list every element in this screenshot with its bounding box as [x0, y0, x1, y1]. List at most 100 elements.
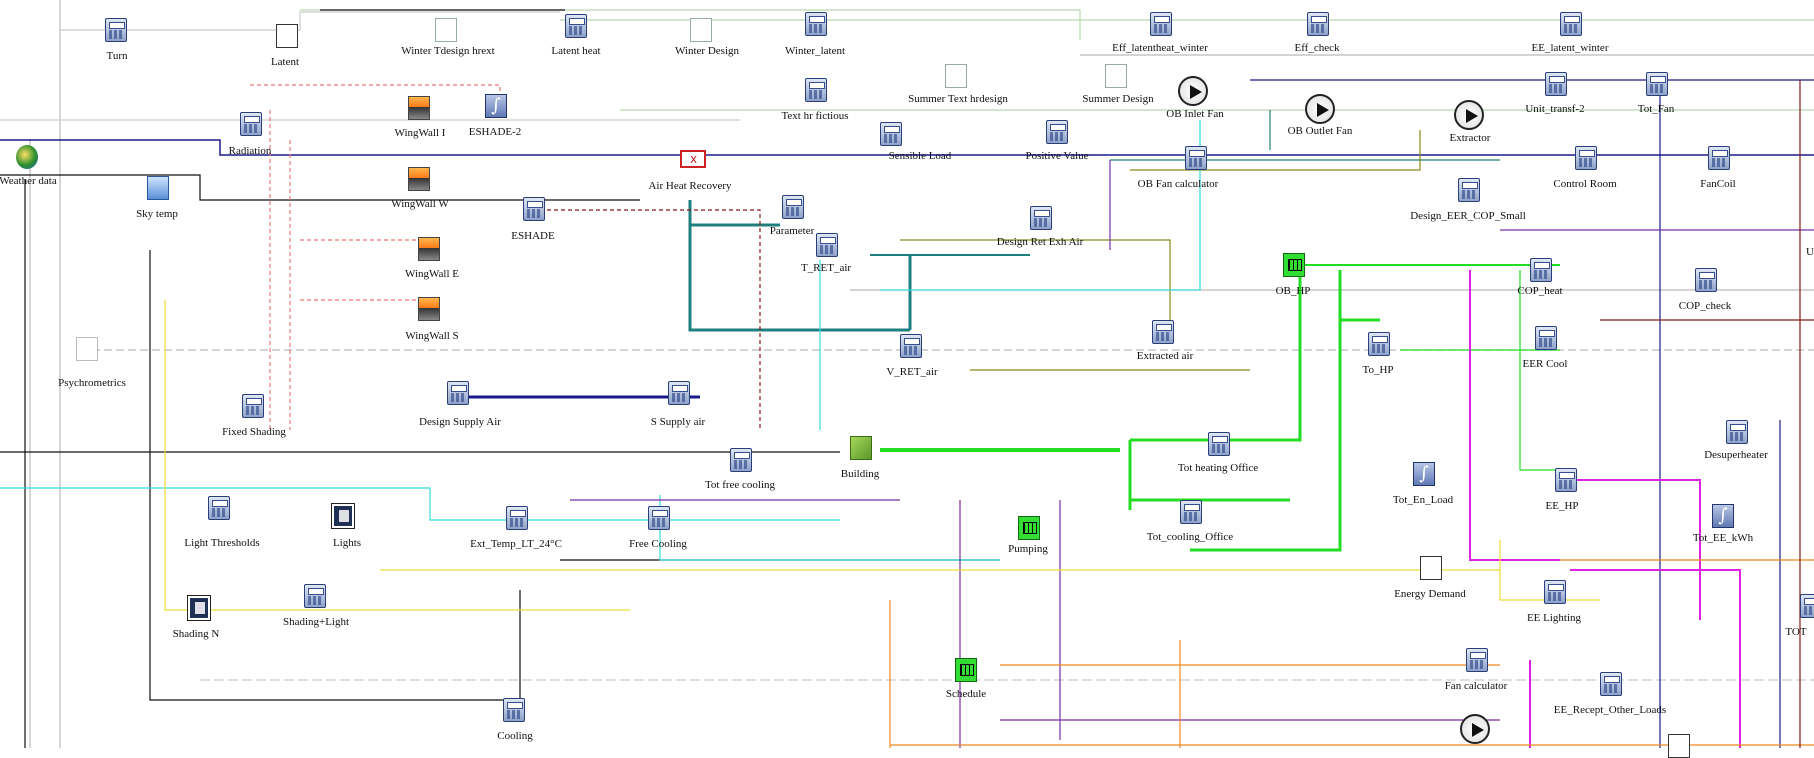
design-supply-air-icon[interactable] — [447, 381, 469, 405]
ee-recept-other-loads-label: EE_Recept_Other_Loads — [1553, 704, 1667, 716]
pumping-label: Pumping — [1008, 543, 1048, 555]
link-line — [1570, 569, 1741, 748]
sky-temp-icon[interactable] — [147, 176, 169, 200]
tot-fan-icon[interactable] — [1646, 72, 1668, 96]
latent-icon[interactable] — [276, 24, 298, 48]
link-line — [1130, 130, 1421, 171]
fan-calculator-icon[interactable] — [1466, 648, 1488, 672]
latent-heat-icon[interactable] — [565, 14, 587, 38]
pumping-icon[interactable] — [1018, 516, 1040, 540]
ee-recept-other-loads-icon[interactable] — [1600, 672, 1622, 696]
tot-en-load-icon[interactable]: ∫ — [1413, 462, 1435, 486]
positive-value-icon[interactable] — [1046, 120, 1068, 144]
energy-demand-icon[interactable] — [1420, 556, 1442, 580]
extracted-air-icon[interactable] — [1152, 320, 1174, 344]
schedule-icon[interactable] — [955, 658, 977, 682]
tot-icon[interactable] — [1800, 594, 1814, 618]
fixed-shading-icon[interactable] — [242, 394, 264, 418]
v-ret-air-label: V_RET_air — [886, 366, 938, 378]
eshade-2-icon[interactable]: ∫ — [485, 94, 507, 118]
wingwall-e-label: WingWall E — [405, 268, 459, 280]
sensible-load-label: Sensible Load — [888, 150, 952, 162]
extracted-air-label: Extracted air — [1136, 350, 1194, 362]
tot-en-load-label: Tot_En_Load — [1392, 494, 1454, 506]
link-line — [0, 139, 1814, 156]
wingwall-w-icon[interactable] — [408, 167, 430, 191]
extractor-label: Extractor — [1449, 132, 1491, 144]
ob-inlet-fan-icon[interactable] — [1178, 76, 1208, 106]
link-line — [60, 11, 560, 31]
weather-data-icon[interactable] — [16, 145, 38, 169]
shading-light-icon[interactable] — [304, 584, 326, 608]
psychrometrics-icon[interactable] — [76, 337, 98, 361]
t-ret-air-icon[interactable] — [816, 233, 838, 257]
fancoil-icon[interactable] — [1708, 146, 1730, 170]
air-heat-recovery-icon[interactable] — [680, 150, 706, 168]
tot-cooling-office-icon[interactable] — [1180, 500, 1202, 524]
ob-hp-icon[interactable] — [1283, 253, 1305, 277]
to-hp-label: To_HP — [1362, 364, 1394, 376]
ob-outlet-fan-icon[interactable] — [1305, 94, 1335, 124]
ob-fan-calculator-icon[interactable] — [1185, 146, 1207, 170]
s-supply-air-icon[interactable] — [668, 381, 690, 405]
tot-ee-kwh-icon[interactable]: ∫ — [1712, 504, 1734, 528]
doc-bottom-icon[interactable] — [1668, 734, 1690, 758]
design-ret-exh-air-icon[interactable] — [1030, 206, 1052, 230]
eer-cool-label: EER Cool — [1522, 358, 1568, 370]
control-room-icon[interactable] — [1575, 146, 1597, 170]
cop-heat-icon[interactable] — [1530, 258, 1552, 282]
latent-label: Latent — [270, 56, 300, 68]
wingwall-e-icon[interactable] — [418, 237, 440, 261]
fancoil-label: FanCoil — [1700, 178, 1736, 190]
desuperheater-icon[interactable] — [1726, 420, 1748, 444]
building-icon[interactable] — [850, 436, 872, 460]
wingwall-1-icon[interactable] — [408, 96, 430, 120]
turn-icon[interactable] — [105, 18, 127, 42]
v-ret-air-icon[interactable] — [900, 334, 922, 358]
extractor-icon[interactable] — [1454, 100, 1484, 130]
design-eer-cop-small-icon[interactable] — [1458, 178, 1480, 202]
wingwall-s-icon[interactable] — [418, 297, 440, 321]
cooling-icon[interactable] — [503, 698, 525, 722]
winter-latent-icon[interactable] — [805, 12, 827, 36]
light-thresholds-icon[interactable] — [208, 496, 230, 520]
shading-n-icon[interactable] — [187, 595, 211, 621]
to-hp-icon[interactable] — [1368, 332, 1390, 356]
tot-heating-office-icon[interactable] — [1208, 432, 1230, 456]
wingwall-1-label: WingWall I — [394, 127, 446, 139]
link-line — [164, 300, 630, 611]
lights-label: Lights — [332, 537, 362, 549]
free-cooling-icon[interactable] — [648, 506, 670, 530]
desuperheater-label: Desuperheater — [1704, 449, 1768, 461]
ee-latent-winter-icon[interactable] — [1560, 12, 1582, 36]
winter-tdesign-hrext-icon[interactable] — [435, 18, 457, 42]
eff-latentheat-winter-label: Eff_latentheat_winter — [1112, 42, 1208, 54]
latent-heat-label: Latent heat — [551, 45, 601, 57]
lights-icon[interactable] — [331, 503, 355, 529]
sensible-load-icon[interactable] — [880, 122, 902, 146]
ext-temp-lt-24c-icon[interactable] — [506, 506, 528, 530]
ee-hp-icon[interactable] — [1555, 468, 1577, 492]
eff-check-icon[interactable] — [1307, 12, 1329, 36]
edge-u-label: U — [1806, 246, 1814, 258]
pump-bottom-icon[interactable] — [1460, 714, 1490, 744]
unit-transf-2-icon[interactable] — [1545, 72, 1567, 96]
summer-text-hrdesign-icon[interactable] — [945, 64, 967, 88]
winter-design-icon[interactable] — [690, 18, 712, 42]
text-hr-fictious-icon[interactable] — [805, 78, 827, 102]
eff-latentheat-winter-icon[interactable] — [1150, 12, 1172, 36]
tot-free-cooling-icon[interactable] — [730, 448, 752, 472]
control-room-label: Control Room — [1553, 178, 1617, 190]
parameter-icon[interactable] — [782, 195, 804, 219]
link-line — [1519, 270, 1560, 471]
ee-latent-winter-label: EE_latent_winter — [1531, 42, 1609, 54]
ee-lighting-icon[interactable] — [1544, 580, 1566, 604]
tot-heating-office-label: Tot heating Office — [1177, 462, 1259, 474]
summer-design-icon[interactable] — [1105, 64, 1127, 88]
eshade-icon[interactable] — [523, 197, 545, 221]
cop-check-icon[interactable] — [1695, 268, 1717, 292]
eer-cool-icon[interactable] — [1535, 326, 1557, 350]
radiation-icon[interactable] — [240, 112, 262, 136]
